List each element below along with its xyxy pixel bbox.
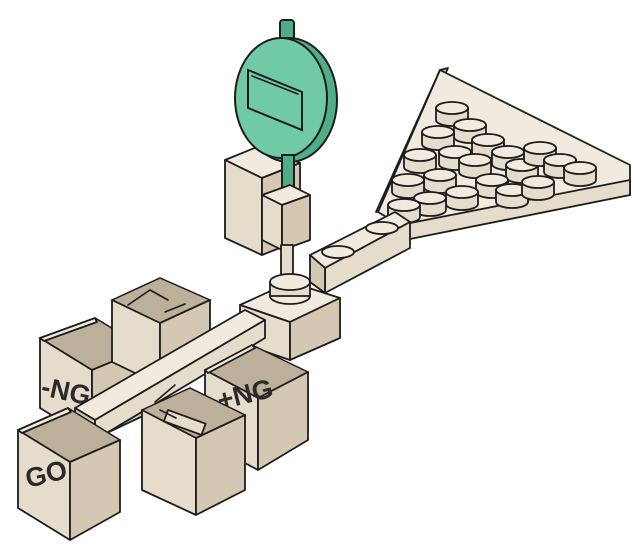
gauge-clamp <box>262 185 310 250</box>
cylindrical-part-icon <box>564 162 596 186</box>
feed-chute <box>310 212 410 293</box>
cylindrical-part-icon <box>446 186 478 210</box>
gauge-spindle <box>281 245 293 277</box>
cylindrical-part-icon <box>522 176 554 200</box>
